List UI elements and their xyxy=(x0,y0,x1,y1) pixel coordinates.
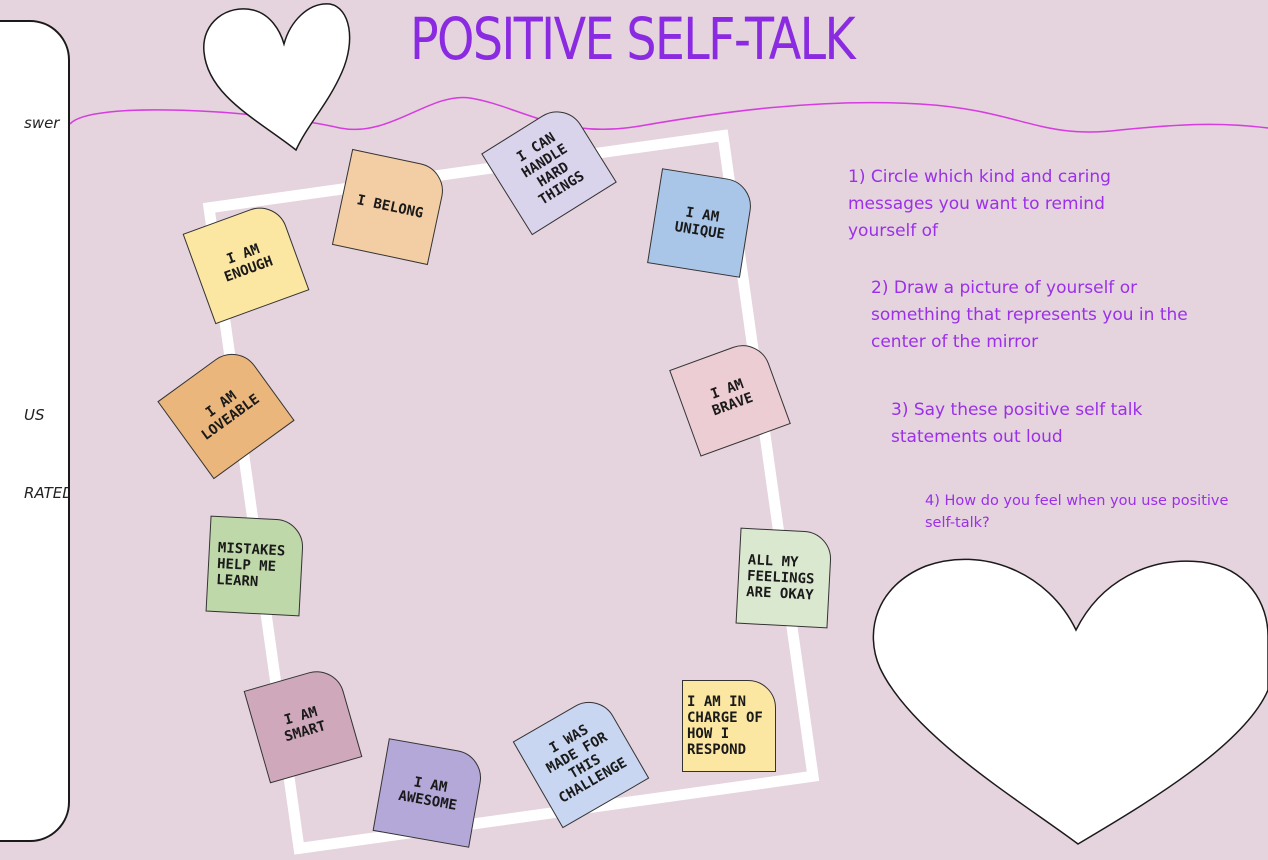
affirmation-card-label: ALL MY FEELINGS ARE OKAY xyxy=(745,551,815,604)
affirmation-card-i-am-awesome[interactable]: I AM AWESOME xyxy=(372,738,486,848)
page-title: POSITIVE SELF-TALK xyxy=(410,5,856,73)
side-panel-text-fragment: RATED xyxy=(24,484,70,502)
instruction-step-4: 4) How do you feel when you use positive… xyxy=(925,493,1229,532)
affirmation-card-label: MISTAKES HELP ME LEARN xyxy=(215,539,286,591)
wavy-divider-line xyxy=(69,96,1268,133)
large-heart-icon xyxy=(872,558,1268,845)
affirmation-card-label: I AM SMART xyxy=(282,703,328,746)
affirmation-card-label: I AM IN CHARGE OF HOW I RESPOND xyxy=(687,693,763,759)
instruction-step-3: 3) Say these positive self talk statemen… xyxy=(891,400,1143,448)
affirmation-card-label: I AM BRAVE xyxy=(708,376,756,420)
instruction-step-2: 2) Draw a picture of yourself or somethi… xyxy=(871,278,1188,353)
affirmation-card-label: I AM ENOUGH xyxy=(222,241,276,286)
affirmation-card-i-am-unique[interactable]: I AM UNIQUE xyxy=(647,168,755,278)
side-panel: swer US RATED xyxy=(0,20,70,842)
side-panel-text-fragment: swer xyxy=(24,114,60,132)
affirmation-card-label: I AM UNIQUE xyxy=(673,204,726,243)
affirmation-card-i-am-in-charge-of-how-i-respond[interactable]: I AM IN CHARGE OF HOW I RESPOND xyxy=(682,680,776,772)
affirmation-card-label: I AM LOVEABLE xyxy=(198,388,263,444)
instruction-step-1: 1) Circle which kind and caring messages… xyxy=(848,167,1111,242)
affirmation-card-label: I WAS MADE FOR THIS CHALLENGE xyxy=(543,721,630,807)
affirmation-card-all-my-feelings-are-okay[interactable]: ALL MY FEELINGS ARE OKAY xyxy=(735,527,833,629)
affirmation-card-label: I BELONG xyxy=(355,192,425,222)
small-heart-icon xyxy=(203,3,351,152)
affirmation-card-label: I AM AWESOME xyxy=(397,774,459,814)
affirmation-card-mistakes-help-me-learn[interactable]: MISTAKES HELP ME LEARN xyxy=(205,515,305,617)
side-panel-text-fragment: US xyxy=(24,406,45,424)
